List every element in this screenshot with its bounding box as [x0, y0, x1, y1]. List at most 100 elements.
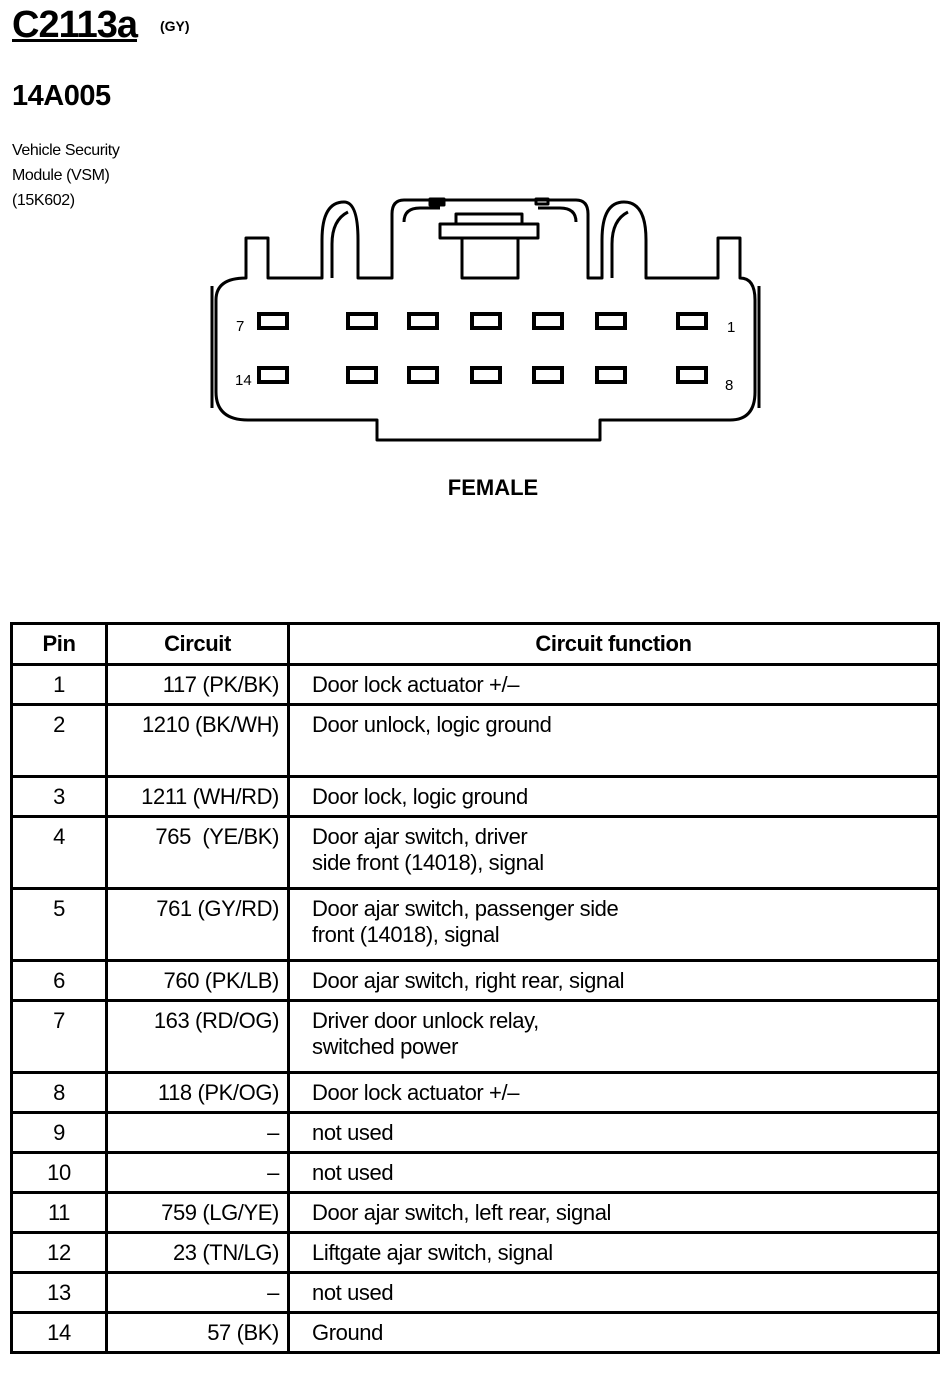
latch-ramp — [454, 212, 524, 226]
pin-cavity — [595, 312, 627, 330]
circuit-function-line: switched power — [312, 1034, 459, 1059]
circuit-function-line: not used — [312, 1160, 394, 1185]
pin-cavity — [346, 312, 378, 330]
circuit-function-cell: not used — [287, 1111, 940, 1154]
latch-arm — [402, 206, 440, 223]
circuit-function-cell: Door lock, logic ground — [287, 775, 940, 818]
circuit-function-cell: not used — [287, 1151, 940, 1194]
pin-number-cell: 11 — [10, 1191, 108, 1234]
pin-cavity — [595, 366, 627, 384]
housing-inner-tab — [610, 210, 629, 278]
connector-id: C2113a — [12, 4, 138, 46]
circuit-function-cell: Door lock actuator +/– — [287, 1071, 940, 1114]
latch-arm — [538, 206, 578, 223]
pin-number-cell: 7 — [10, 999, 108, 1074]
circuit-function-cell: Driver door unlock relay,switched power — [287, 999, 940, 1074]
pin-number-cell: 13 — [10, 1271, 108, 1314]
circuit-function-line: Door ajar switch, passenger side — [312, 896, 619, 921]
housing-inner-tab — [330, 210, 349, 278]
connector-gender-label: FEMALE — [447, 475, 539, 500]
column-header-pin: Pin — [10, 622, 108, 666]
circuit-function-cell: Door lock actuator +/– — [287, 663, 940, 706]
latch-notch — [534, 197, 550, 206]
circuit-function-line: Door ajar switch, right rear, signal — [312, 968, 625, 993]
circuit-function-cell: Liftgate ajar switch, signal — [287, 1231, 940, 1274]
table-row: 13–not used — [10, 1271, 940, 1314]
latch-bar — [438, 222, 540, 240]
circuit-function-cell: not used — [287, 1271, 940, 1314]
circuit-cell: 118 (PK/OG) — [105, 1071, 290, 1114]
module-name: Vehicle Security Module (VSM) (15K602) — [12, 138, 120, 213]
circuit-function-cell: Door ajar switch, right rear, signal — [287, 959, 940, 1002]
column-header-function: Circuit function — [287, 622, 940, 666]
circuit-cell: – — [105, 1151, 290, 1194]
circuit-function-line: Door ajar switch, left rear, signal — [312, 1200, 612, 1225]
circuit-function-line: front (14018), signal — [312, 922, 500, 947]
circuit-cell: 1211 (WH/RD) — [105, 775, 290, 818]
circuit-cell: – — [105, 1111, 290, 1154]
circuit-cell: 765 (YE/BK) — [105, 815, 290, 890]
pin-label-14: 14 — [235, 372, 252, 389]
pin-cavity — [470, 366, 502, 384]
table-row: 9–not used — [10, 1111, 940, 1154]
column-header-circuit: Circuit — [105, 622, 290, 666]
module-name-line: Module (VSM) — [12, 167, 110, 184]
connector-color-code: (GY) — [160, 18, 190, 34]
circuit-function-line: Ground — [312, 1320, 383, 1345]
pin-cavity — [676, 312, 708, 330]
pin-cavity — [407, 366, 439, 384]
circuit-cell: 759 (LG/YE) — [105, 1191, 290, 1234]
pin-cavity — [532, 366, 564, 384]
table-row: 10–not used — [10, 1151, 940, 1194]
pin-label-1: 1 — [727, 319, 735, 336]
circuit-function-cell: Door unlock, logic ground — [287, 703, 940, 778]
module-name-line: Vehicle Security — [12, 142, 120, 159]
circuit-cell: – — [105, 1271, 290, 1314]
circuit-cell: 761 (GY/RD) — [105, 887, 290, 962]
connector-housing — [214, 198, 757, 442]
pin-number-cell: 12 — [10, 1231, 108, 1274]
pin-number-cell: 14 — [10, 1311, 108, 1354]
connector-face-diagram: 7 1 14 8 — [210, 197, 761, 442]
circuit-function-line: Door unlock, logic ground — [312, 712, 552, 737]
circuit-function-line: Liftgate ajar switch, signal — [312, 1240, 553, 1265]
pin-number-cell: 3 — [10, 775, 108, 818]
pin-number-cell: 4 — [10, 815, 108, 890]
circuit-function-line: side front (14018), signal — [312, 850, 544, 875]
circuit-function-line: Door lock actuator +/– — [312, 672, 520, 697]
latch-body — [460, 236, 520, 280]
circuit-function-line: not used — [312, 1280, 394, 1305]
circuit-function-line: Door lock, logic ground — [312, 784, 528, 809]
pin-label-8: 8 — [725, 377, 733, 394]
module-name-line: (15K602) — [12, 192, 75, 209]
circuit-cell: 23 (TN/LG) — [105, 1231, 290, 1274]
pin-number-cell: 10 — [10, 1151, 108, 1194]
pin-number-cell: 1 — [10, 663, 108, 706]
pin-number-cell: 2 — [10, 703, 108, 778]
pin-cavity — [257, 312, 289, 330]
circuit-function-line: Door ajar switch, driver — [312, 824, 528, 849]
circuit-cell: 760 (PK/LB) — [105, 959, 290, 1002]
pin-cavity — [407, 312, 439, 330]
circuit-cell: 1210 (BK/WH) — [105, 703, 290, 778]
circuit-function-cell: Ground — [287, 1311, 940, 1354]
circuit-function-cell: Door ajar switch, left rear, signal — [287, 1191, 940, 1234]
pin-number-cell: 9 — [10, 1111, 108, 1154]
circuit-cell: 117 (PK/BK) — [105, 663, 290, 706]
pin-label-7: 7 — [236, 318, 244, 335]
pin-cavity — [346, 366, 378, 384]
circuit-function-line: Door lock actuator +/– — [312, 1080, 520, 1105]
circuit-cell: 57 (BK) — [105, 1311, 290, 1354]
